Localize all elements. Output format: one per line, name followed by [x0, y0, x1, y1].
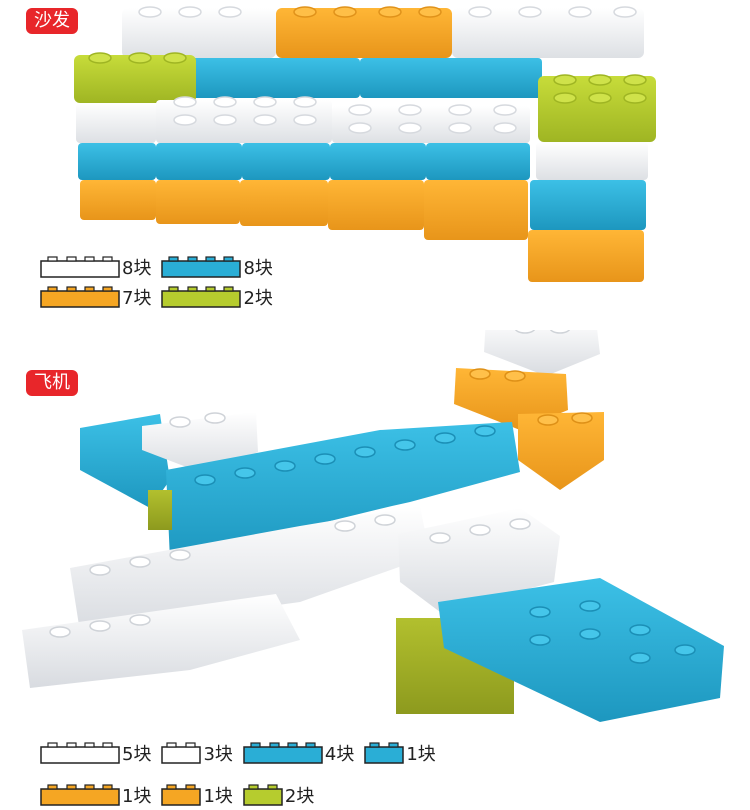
plane-illustration: [22, 330, 724, 722]
sofa-illustration: [74, 6, 656, 282]
plane-legend-row-2: 1块 1块 2块: [40, 780, 446, 810]
legend-count: 8块: [243, 258, 273, 279]
blue-brick-icon: [243, 742, 323, 764]
blue-brick-icon: [161, 256, 242, 278]
orange-brick-icon: [40, 286, 120, 308]
legend-count: 7块: [122, 288, 152, 309]
plane-legend-row-1: 5块 3块 4块: [40, 738, 446, 768]
legend-item: 3块: [161, 740, 233, 766]
legend-item: 8块: [40, 254, 151, 280]
sofa-legend-row-2: 7块 2块: [40, 282, 283, 312]
legend-item: 1块: [364, 740, 436, 766]
sofa-legend-row-1: 8块 8块: [40, 252, 283, 282]
legend-item: 5块: [40, 740, 151, 766]
green-small-brick-icon: [243, 784, 283, 806]
orange-small-brick-icon: [161, 784, 202, 806]
legend-item: 2块: [161, 284, 273, 310]
legend-count: 2块: [243, 288, 273, 309]
legend-item: 1块: [161, 782, 233, 808]
white-brick-icon: [40, 256, 120, 278]
legend-item: 8块: [161, 254, 273, 280]
legend-count: 1块: [406, 744, 436, 765]
legend-item: 1块: [40, 782, 151, 808]
legend-count: 8块: [122, 258, 152, 279]
sofa-tag: 沙发: [26, 8, 78, 34]
legend-count: 5块: [122, 744, 152, 765]
legend-count: 2块: [284, 786, 315, 807]
white-small-brick-icon: [161, 742, 202, 764]
plane-legend: 5块 3块 4块: [40, 738, 446, 810]
legend-count: 1块: [203, 786, 233, 807]
sofa-section: 沙发 8块 8块: [0, 0, 750, 330]
orange-brick-icon: [40, 784, 120, 806]
white-brick-icon: [40, 742, 120, 764]
plane-tag: 飞机: [26, 370, 78, 396]
blue-small-brick-icon: [364, 742, 405, 764]
legend-item: 2块: [243, 782, 314, 808]
legend-count: 1块: [122, 786, 152, 807]
sofa-legend: 8块 8块: [40, 252, 283, 312]
legend-count: 4块: [324, 744, 355, 765]
green-brick-icon: [161, 286, 242, 308]
legend-count: 3块: [203, 744, 233, 765]
legend-item: 7块: [40, 284, 151, 310]
plane-section: 飞机 5块 3块: [0, 330, 750, 808]
legend-item: 4块: [243, 740, 354, 766]
